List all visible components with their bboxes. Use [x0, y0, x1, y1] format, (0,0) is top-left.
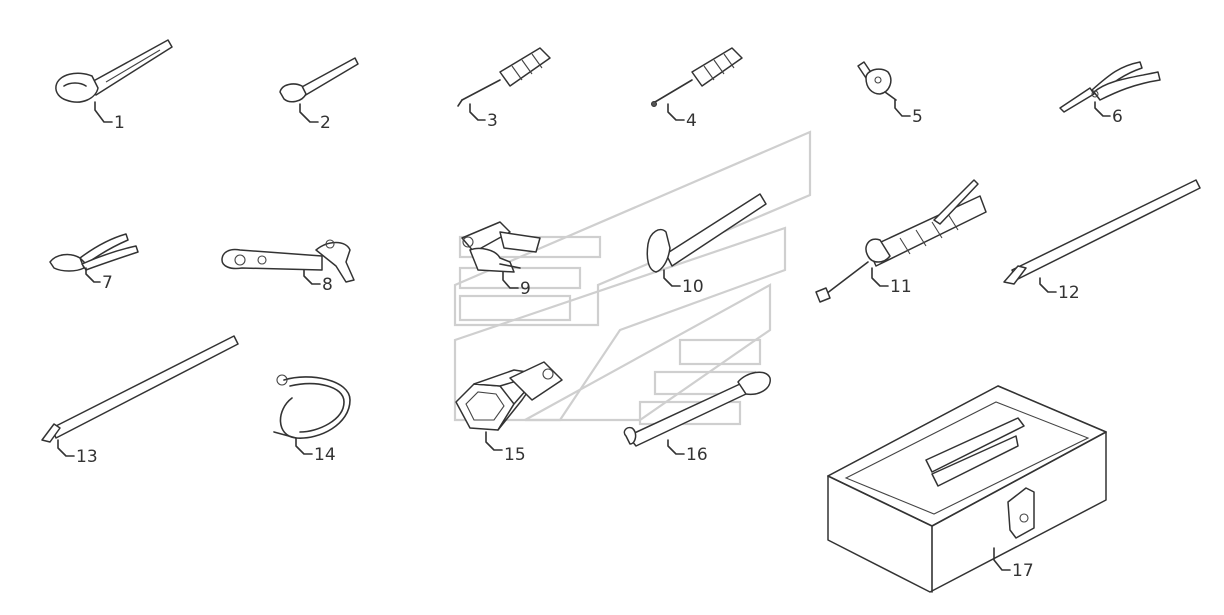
- leader-4: 4: [667, 103, 697, 131]
- leader-9: 9: [502, 271, 531, 299]
- leader-12: 12: [1039, 277, 1080, 303]
- leader-7: 7: [85, 267, 113, 293]
- box-socket-wrench-icon: [455, 361, 563, 431]
- toolbox-icon: [827, 385, 1107, 593]
- label-15: 15: [504, 445, 526, 465]
- pliers-icon: [1059, 61, 1161, 113]
- cutting-pliers-icon: [49, 233, 139, 272]
- label-17: 17: [1012, 561, 1034, 581]
- pry-bar-icon: [1003, 179, 1201, 285]
- phillips-screwdriver-icon: [651, 47, 743, 107]
- grease-gun-icon: [815, 179, 987, 303]
- label-11: 11: [890, 277, 912, 297]
- label-4: 4: [686, 111, 697, 131]
- tire-gauge-icon: [461, 221, 541, 273]
- leader-10: 10: [663, 269, 704, 297]
- label-8: 8: [322, 275, 333, 295]
- leader-16: 16: [667, 439, 708, 465]
- small-wrench-icon: [279, 57, 359, 103]
- leader-2: 2: [299, 103, 331, 133]
- label-14: 14: [314, 445, 336, 465]
- adjustable-wrench-icon: [55, 39, 173, 103]
- leader-6: 6: [1094, 101, 1123, 127]
- label-6: 6: [1112, 107, 1123, 127]
- hammer-icon: [646, 193, 767, 273]
- label-9: 9: [520, 279, 531, 299]
- label-5: 5: [912, 107, 923, 127]
- leader-1: 1: [94, 101, 125, 133]
- spark-plug-socket-icon: [857, 61, 897, 101]
- label-7: 7: [102, 273, 113, 293]
- label-3: 3: [487, 111, 498, 131]
- leader-14: 14: [295, 437, 336, 465]
- label-16: 16: [686, 445, 708, 465]
- leader-3: 3: [469, 103, 498, 131]
- leader-11: 11: [871, 267, 912, 297]
- tow-cable-icon: [273, 374, 351, 439]
- filter-wrench-icon: [221, 239, 355, 283]
- label-12: 12: [1058, 283, 1080, 303]
- leader-17: 17: [993, 547, 1034, 581]
- label-10: 10: [682, 277, 704, 297]
- leader-5: 5: [894, 99, 923, 127]
- flat-screwdriver-icon: [457, 47, 551, 107]
- leader-13: 13: [57, 439, 98, 467]
- leader-15: 15: [485, 431, 526, 465]
- tommy-bar-icon: [623, 371, 771, 447]
- tire-lever-icon: [41, 335, 239, 443]
- label-1: 1: [114, 113, 125, 133]
- label-13: 13: [76, 447, 98, 467]
- leader-8: 8: [303, 269, 333, 295]
- label-2: 2: [320, 113, 331, 133]
